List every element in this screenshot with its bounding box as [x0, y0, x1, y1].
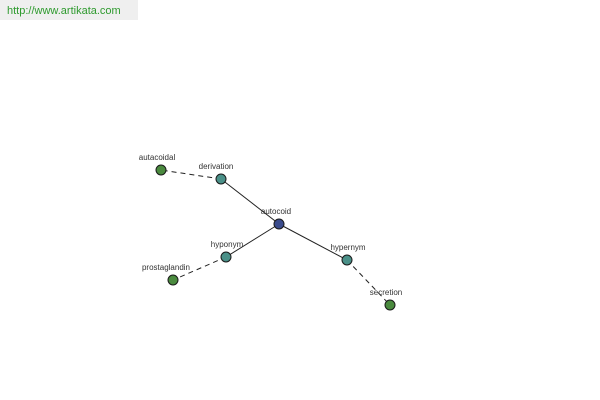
node-hyponym-dot[interactable] [220, 251, 232, 263]
node-secretion-label: secretion [370, 288, 402, 297]
node-hyponym-label: hyponym [211, 240, 244, 249]
node-hyponym[interactable]: hyponym [211, 240, 244, 263]
edges-layer [160, 169, 391, 306]
node-secretion-dot[interactable] [384, 299, 396, 311]
node-prostaglandin-dot[interactable] [167, 274, 179, 286]
node-prostaglandin-label: prostaglandin [142, 263, 190, 272]
edge-hypernym-secretion [346, 259, 391, 306]
node-autocoid-dot[interactable] [273, 218, 285, 230]
node-secretion[interactable]: secretion [370, 288, 402, 311]
node-derivation-dot[interactable] [215, 173, 227, 185]
node-autacoidal-dot[interactable] [155, 164, 167, 176]
edge-autocoid-derivation [220, 178, 280, 225]
node-derivation-label: derivation [199, 162, 234, 171]
node-autacoidal-label: autacoidal [139, 153, 176, 162]
edge-autocoid-hypernym [278, 223, 348, 261]
watermark-banner: http://www.artikata.com [0, 0, 138, 20]
edge-hyponym-prostaglandin [172, 256, 227, 281]
watermark-link-text[interactable]: http://www.artikata.com [7, 5, 121, 17]
node-hypernym[interactable]: hypernym [330, 243, 366, 266]
node-hypernym-dot[interactable] [341, 254, 353, 266]
edge-derivation-autacoidal [160, 169, 222, 180]
node-hypernym-label: hypernym [330, 243, 365, 252]
nodes-layer: autocoid derivation autacoidal hyponym prost… [139, 153, 402, 311]
node-prostaglandin[interactable]: prostaglandin [142, 263, 190, 286]
node-autacoidal[interactable]: autacoidal [139, 153, 176, 176]
node-derivation[interactable]: derivation [199, 162, 234, 185]
node-autocoid[interactable]: autocoid [261, 207, 291, 230]
node-autocoid-label: autocoid [261, 207, 291, 216]
edge-autocoid-hyponym [225, 223, 280, 258]
